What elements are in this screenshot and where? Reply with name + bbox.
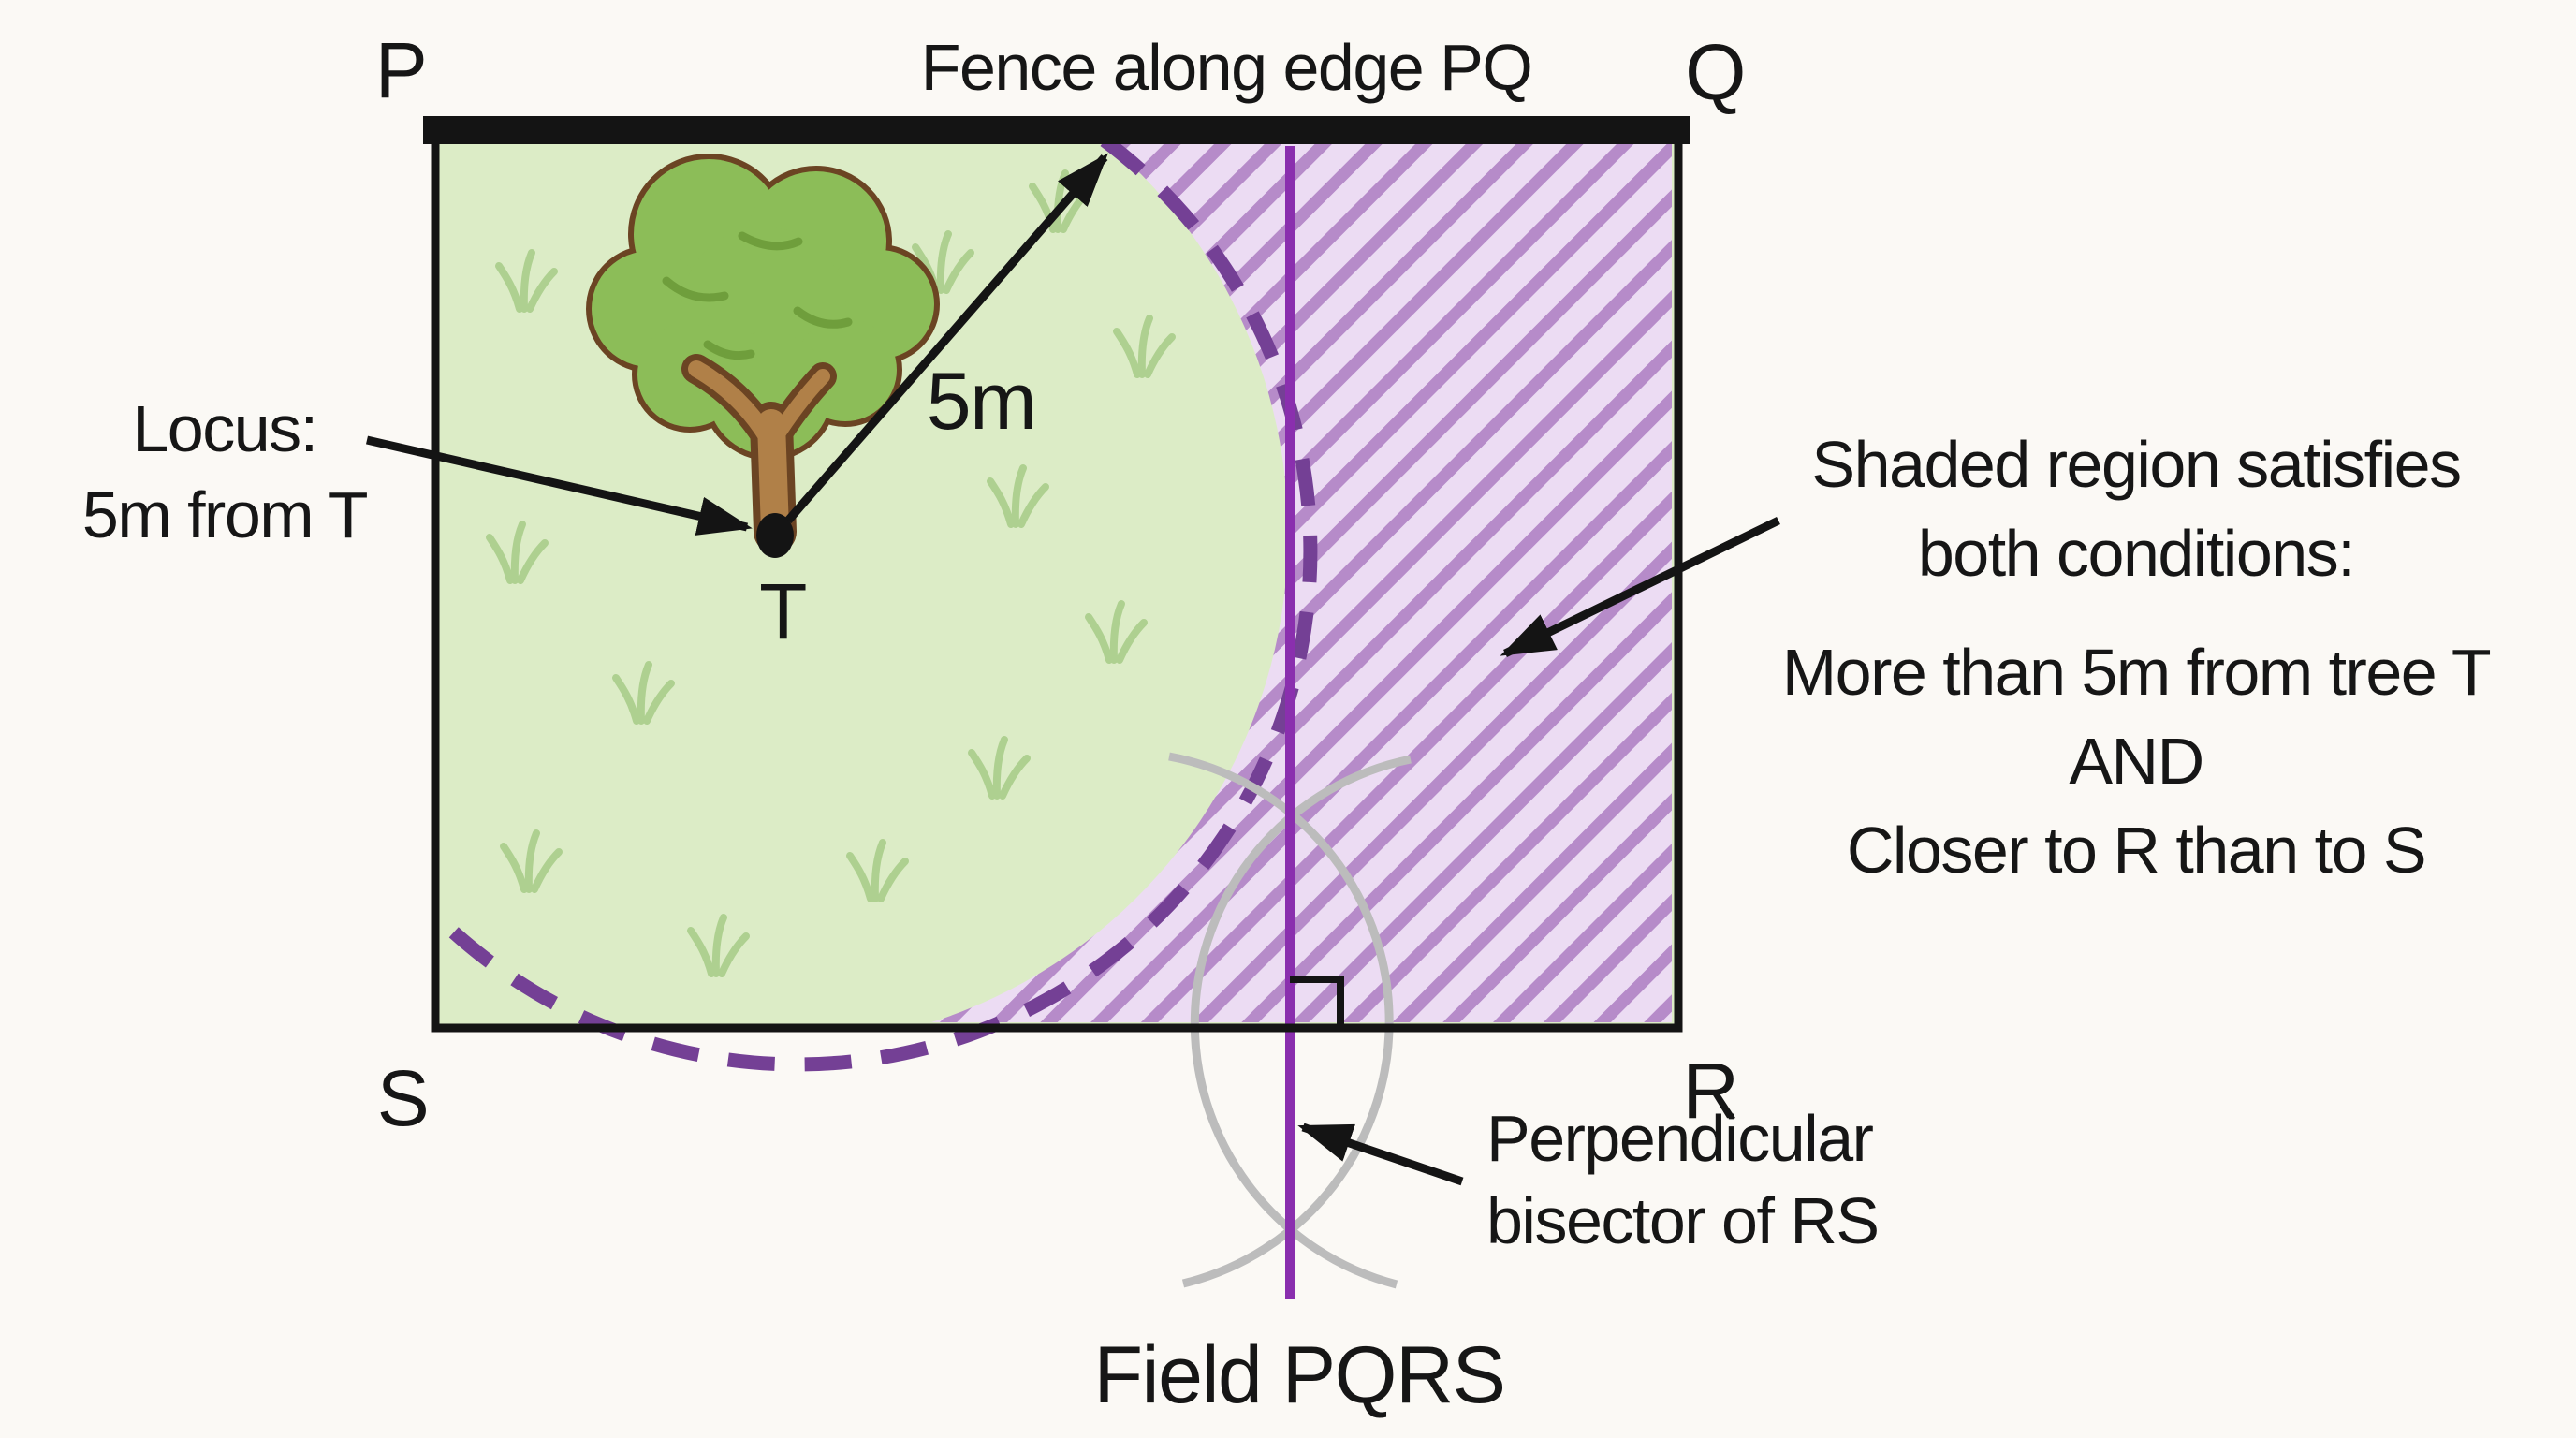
shaded-note-line5: Closer to R than to S bbox=[1847, 814, 2425, 887]
locus-label-arrow bbox=[365, 435, 753, 536]
shaded-note-line3: More than 5m from tree T bbox=[1782, 636, 2491, 709]
construction-arc-right bbox=[1190, 755, 1412, 1289]
corner-label-R: R bbox=[1682, 1047, 1737, 1135]
shaded-region bbox=[931, 140, 1672, 1022]
locus-label-line1: Locus: bbox=[132, 392, 316, 465]
bisector-label-arrow bbox=[1297, 1123, 1464, 1186]
shaded-note-text: Shaded region satisfies both conditions:… bbox=[1782, 428, 2493, 887]
corner-label-P: P bbox=[375, 26, 427, 114]
locus-label-line2: 5m from T bbox=[82, 478, 368, 551]
bisector-label-line2: bisector of RS bbox=[1486, 1184, 1879, 1257]
shaded-note-arrow bbox=[1500, 516, 1780, 658]
radius-arrow bbox=[784, 153, 1108, 523]
point-T-label: T bbox=[759, 567, 806, 655]
bisector-label-line1: Perpendicular bbox=[1486, 1102, 1874, 1175]
shaded-note-line2: both conditions: bbox=[1918, 517, 2354, 590]
field-border bbox=[431, 126, 1683, 1033]
corner-label-Q: Q bbox=[1685, 28, 1745, 116]
corner-label-S: S bbox=[377, 1054, 429, 1142]
right-angle-marker bbox=[1290, 976, 1344, 1024]
fence-label: Fence along edge PQ bbox=[921, 31, 1532, 104]
shaded-note-line1: Shaded region satisfies bbox=[1811, 428, 2460, 501]
point-T-dot bbox=[756, 513, 794, 558]
radius-label: 5m bbox=[927, 357, 1035, 447]
bisector-label-text: Perpendicular bisector of RS bbox=[1486, 1102, 1880, 1257]
construction-arc-left bbox=[1168, 752, 1394, 1288]
tree-icon bbox=[586, 154, 940, 553]
locus-circle-dashed bbox=[431, 134, 1318, 1072]
shaded-note-line4: AND bbox=[2069, 725, 2203, 798]
diagram-caption: Field PQRS bbox=[1093, 1330, 1504, 1420]
construction-arcs bbox=[1168, 752, 1412, 1289]
